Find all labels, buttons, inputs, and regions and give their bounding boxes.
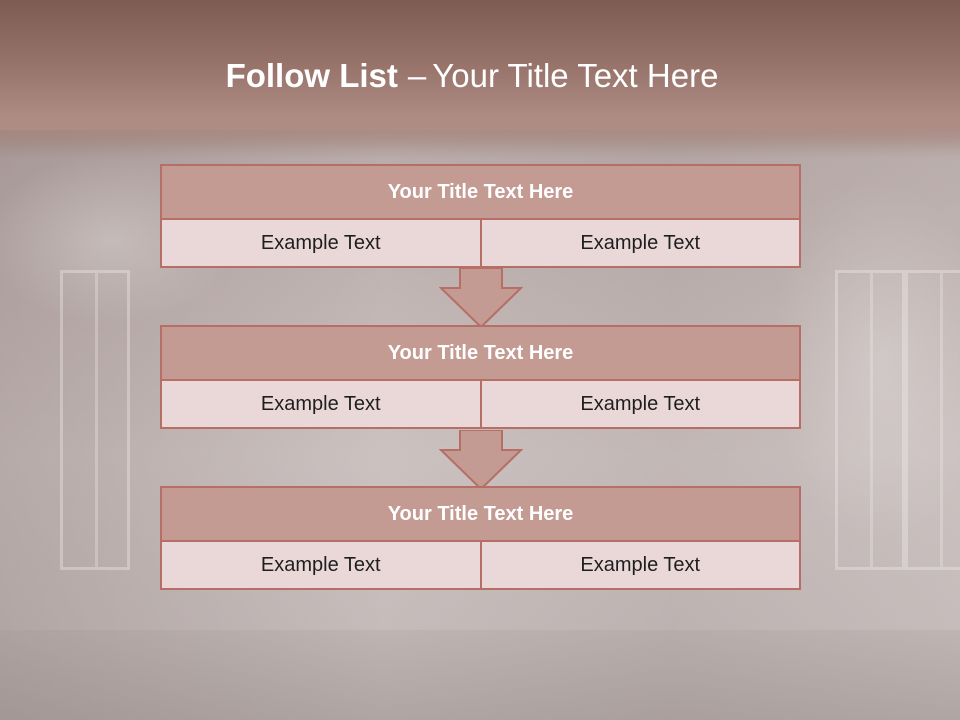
flow-block-3[interactable]: Your Title Text Here Example Text Exampl…: [160, 486, 801, 590]
header-band: [0, 0, 960, 150]
background-floor: [0, 630, 960, 720]
flow-block-title[interactable]: Your Title Text Here: [160, 486, 801, 542]
flow-cell-right[interactable]: Example Text: [479, 218, 801, 268]
flow-cell-left[interactable]: Example Text: [160, 379, 482, 429]
flow-block-row: Example Text Example Text: [160, 540, 801, 590]
flow-block-row: Example Text Example Text: [160, 379, 801, 429]
down-arrow-icon: [439, 268, 523, 328]
slide-title-bold: Follow List: [225, 57, 398, 94]
flow-block-title[interactable]: Your Title Text Here: [160, 164, 801, 220]
flow-cell-right[interactable]: Example Text: [479, 379, 801, 429]
flow-block-title[interactable]: Your Title Text Here: [160, 325, 801, 381]
slide-title-dash: –: [407, 57, 427, 94]
flow-block-row: Example Text Example Text: [160, 218, 801, 268]
flow-cell-left[interactable]: Example Text: [160, 540, 482, 590]
flow-cell-right[interactable]: Example Text: [479, 540, 801, 590]
background-window-left: [60, 270, 130, 570]
down-arrow-icon: [439, 430, 523, 490]
flow-block-1[interactable]: Your Title Text Here Example Text Exampl…: [160, 164, 801, 268]
slide-title-rest: Your Title Text Here: [432, 57, 719, 94]
flow-cell-left[interactable]: Example Text: [160, 218, 482, 268]
flow-block-2[interactable]: Your Title Text Here Example Text Exampl…: [160, 325, 801, 429]
slide-title[interactable]: Follow List–Your Title Text Here: [0, 56, 944, 96]
background-window-right: [835, 270, 905, 570]
background-window-far-right: [905, 270, 960, 570]
